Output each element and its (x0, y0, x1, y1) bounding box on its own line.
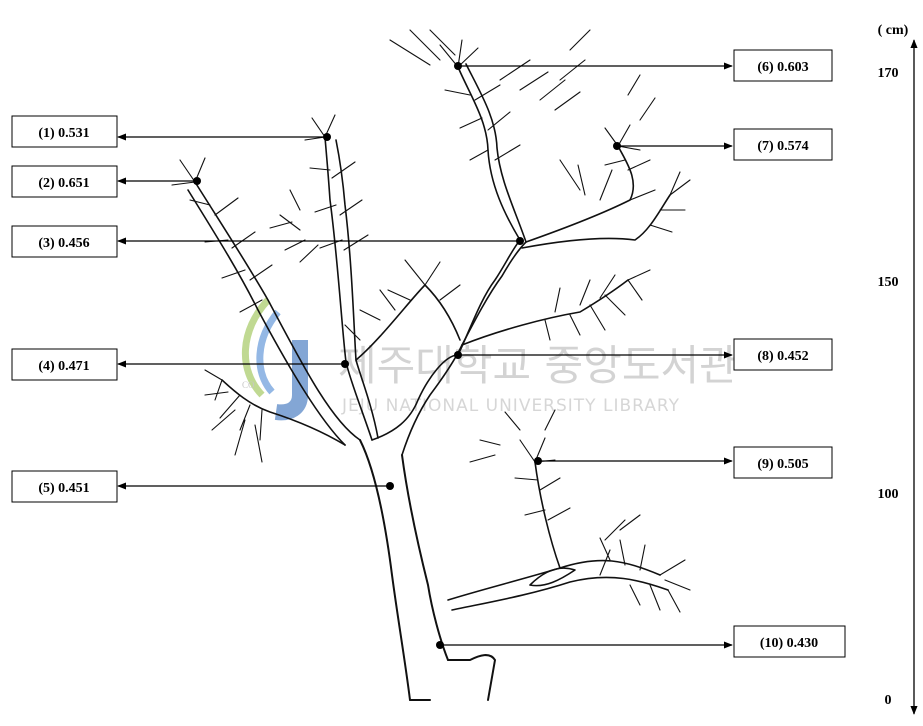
height-axis-unit: ( cm) (878, 23, 909, 38)
label-10-text: (10) 0.430 (760, 636, 818, 651)
dot-9 (534, 457, 542, 465)
dot-2 (193, 177, 201, 185)
label-7-text: (7) 0.574 (757, 139, 808, 154)
height-tick-170: 170 (878, 66, 899, 81)
label-3-text: (3) 0.456 (38, 236, 89, 251)
label-box-2: (2) 0.651 (12, 166, 117, 197)
dot-10 (436, 641, 444, 649)
label-box-6: (6) 0.603 (734, 50, 832, 81)
label-box-7: (7) 0.574 (734, 129, 832, 160)
label-box-5: (5) 0.451 (12, 471, 117, 502)
dot-1 (323, 133, 331, 141)
dot-3 (516, 237, 524, 245)
watermark-english: JEJU NATIONAL UNIVERSITY LIBRARY (341, 396, 680, 416)
height-tick-100: 100 (878, 487, 899, 502)
label-box-3: (3) 0.456 (12, 226, 117, 257)
label-1-text: (1) 0.531 (38, 126, 89, 141)
dot-6 (454, 62, 462, 70)
label-box-9: (9) 0.505 (734, 447, 832, 478)
label-box-10: (10) 0.430 (734, 626, 845, 657)
watermark-logo: CO (242, 300, 300, 412)
height-tick-150: 150 (878, 275, 899, 290)
label-4-text: (4) 0.471 (38, 359, 89, 374)
label-2-text: (2) 0.651 (38, 176, 89, 191)
label-box-4: (4) 0.471 (12, 349, 117, 380)
trunk (360, 440, 495, 700)
svg-text:CO: CO (242, 380, 255, 390)
watermark-korean: 제주대학교 중앙도서관 (338, 341, 738, 390)
label-8-text: (8) 0.452 (757, 349, 808, 364)
label-5-text: (5) 0.451 (38, 481, 89, 496)
dot-7 (613, 142, 621, 150)
height-axis: ( cm) 170 150 100 0 (878, 23, 915, 714)
label-6-text: (6) 0.603 (757, 60, 808, 75)
height-tick-0: 0 (885, 693, 892, 708)
label-9-text: (9) 0.505 (757, 457, 808, 472)
library-watermark: CO 제주대학교 중앙도서관 JEJU NATIONAL UNIVERSITY … (242, 300, 738, 416)
label-box-1: (1) 0.531 (12, 116, 117, 147)
label-box-8: (8) 0.452 (734, 339, 832, 370)
dot-8 (454, 351, 462, 359)
dot-4 (341, 360, 349, 368)
dot-5 (386, 482, 394, 490)
